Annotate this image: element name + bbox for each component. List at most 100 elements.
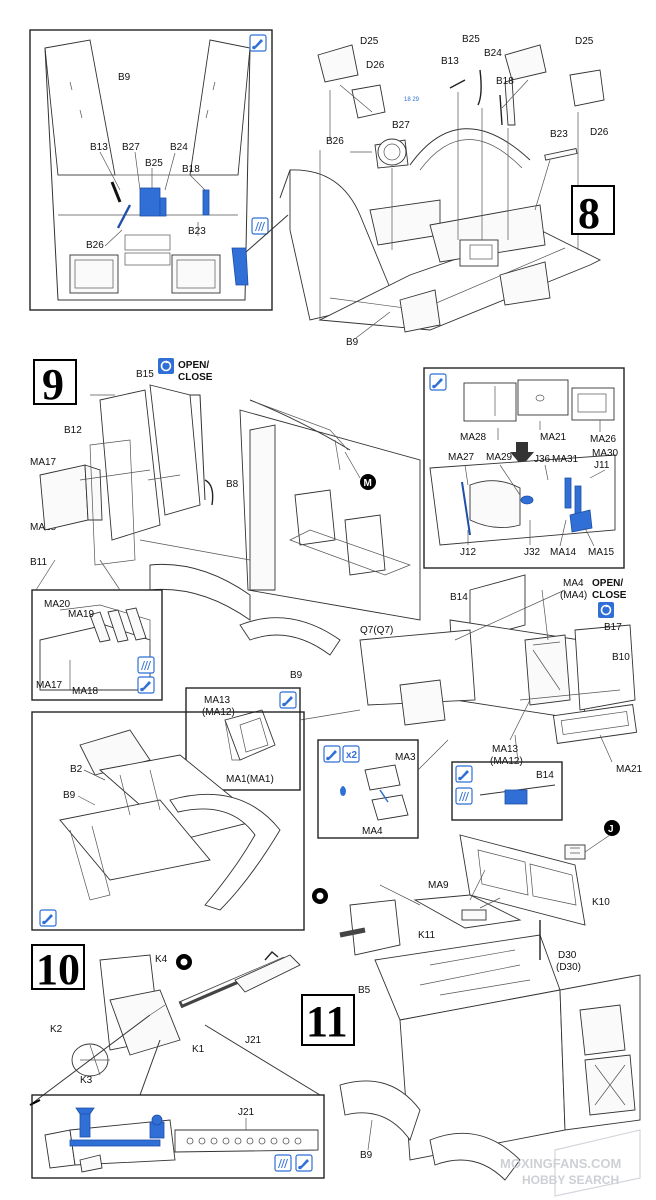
label-ma13-inset: MA13	[204, 695, 231, 706]
label-j21-inset: J21	[238, 1107, 255, 1118]
label-b24-inset: B24	[170, 142, 188, 153]
label-b9-chassis: B9	[63, 790, 76, 801]
label-ma30: MA30	[592, 448, 619, 459]
label-j12: J12	[460, 547, 477, 558]
paint-icon-gun	[295, 1154, 313, 1172]
label-b26-inset: B26	[86, 240, 104, 251]
label-ma17-inset: MA17	[36, 680, 63, 691]
x2-label: x2	[346, 750, 358, 761]
step-9-inset-ma13: MA13 (MA12) MA1(MA1)	[185, 687, 361, 791]
label-d30: D30	[558, 950, 577, 961]
label-d30p: (D30)	[556, 962, 581, 973]
label-b14: B14	[450, 592, 468, 603]
label-b8: B8	[226, 479, 239, 490]
label-j21: J21	[245, 1035, 262, 1046]
open-label-2: OPEN/	[592, 578, 623, 589]
label-ma18: MA18	[30, 522, 57, 533]
open-close-icon-2	[597, 601, 615, 619]
label-d25-left: D25	[360, 36, 379, 47]
label-k1: K1	[192, 1044, 205, 1055]
label-ma9: MA9	[428, 880, 449, 891]
ref-note: 18 29	[404, 97, 420, 103]
step-10-inset-gun: J21	[31, 1094, 325, 1179]
label-b15: B15	[136, 369, 154, 380]
label-k2: K2	[50, 1024, 63, 1035]
label-b9-inset: B9	[118, 72, 131, 83]
label-b5: B5	[358, 985, 371, 996]
callout-m-badge	[360, 474, 376, 490]
label-ma18-inset: MA18	[72, 686, 99, 697]
open-label: OPEN/	[178, 360, 209, 371]
label-b12: B12	[64, 425, 82, 436]
label-ma4p: (MA4)	[560, 590, 587, 601]
paint-icon-ma3	[323, 745, 341, 763]
label-d26-left: D26	[366, 60, 385, 71]
open-close-icon	[157, 357, 175, 375]
label-ma4: MA4	[563, 578, 584, 589]
label-k4: K4	[155, 954, 168, 965]
step-9-number: 9	[42, 360, 64, 409]
step-8-panel: B9 B13 B27 B24 B25 B18 B26 B23	[29, 29, 289, 311]
label-d26-right: D26	[590, 127, 609, 138]
label-k10: K10	[592, 897, 610, 908]
label-b17: B17	[604, 622, 622, 633]
label-b27: B27	[392, 120, 410, 131]
paint-icon-radio	[429, 373, 447, 391]
label-k3: K3	[80, 1075, 93, 1086]
label-j32: J32	[524, 547, 541, 558]
label-ma21-b: MA21	[616, 764, 643, 775]
label-ma21: MA21	[540, 432, 567, 443]
label-ma17: MA17	[30, 457, 57, 468]
label-b14-inset: B14	[536, 770, 554, 781]
label-b25-inset: B25	[145, 158, 163, 169]
close-label-2: CLOSE	[592, 590, 627, 601]
label-ma15: MA15	[588, 547, 615, 558]
label-ma4-inset: MA4	[362, 826, 383, 837]
step-9-inset-chassis: B2 B9	[31, 711, 305, 931]
label-b13: B13	[441, 56, 459, 67]
watermark: MOXINGFANS.COM HOBBY SEARCH	[500, 1129, 641, 1197]
label-b18: B18	[496, 76, 514, 87]
label-b23-inset: B23	[188, 226, 206, 237]
label-ma19: MA19	[68, 609, 95, 620]
callout-j-badge	[604, 820, 620, 836]
label-b18-inset: B18	[182, 164, 200, 175]
watermark-line2: HOBBY SEARCH	[522, 1173, 619, 1187]
photo-etch-icon-inset	[137, 656, 155, 674]
paint-icon-inset	[137, 676, 155, 694]
photo-etch-icon	[251, 217, 269, 235]
paint-icon-ma13	[279, 691, 297, 709]
step-10-number: 10	[36, 945, 80, 994]
step-8-assembly: 8 D25 D25 D26 D26 B25 B24 B13 B18 B23 B2…	[279, 34, 615, 348]
label-ma1: MA1(MA1)	[226, 774, 274, 785]
label-b10: B10	[612, 652, 630, 663]
paint-icon-chassis	[39, 909, 57, 927]
label-b9: B9	[346, 337, 359, 348]
label-b27-inset: B27	[122, 142, 140, 153]
callout-m: M	[364, 478, 372, 489]
label-ma14: MA14	[550, 547, 577, 558]
label-b9-step9: B9	[290, 670, 303, 681]
label-k11: K11	[418, 930, 435, 941]
label-b24: B24	[484, 48, 502, 59]
label-ma27: MA27	[448, 452, 475, 463]
callout-j: J	[608, 824, 614, 835]
label-d25-right: D25	[575, 36, 594, 47]
glue-icon	[340, 786, 346, 796]
label-ma13: MA13	[492, 744, 519, 755]
paint-icon	[249, 34, 267, 52]
label-q7: Q7(Q7)	[360, 625, 393, 636]
paint-icon-b14	[455, 765, 473, 783]
label-b25: B25	[462, 34, 480, 45]
step-11: 11 J MA9 K10 K11 D30 (D30) B5	[301, 820, 641, 1181]
label-ma28: MA28	[460, 432, 487, 443]
label-b26: B26	[326, 136, 344, 147]
label-ma20: MA20	[44, 599, 71, 610]
label-b23: B23	[550, 129, 568, 140]
photo-etch-icon-gun	[274, 1154, 292, 1172]
step-9-inset-radio: MA28 MA21 MA26 MA27 MA29 J36 MA31 MA30 J…	[423, 367, 625, 569]
label-b11: B11	[30, 557, 47, 568]
step-9-cab-rear: MA4 (MA4) OPEN/ CLOSE B17 B14 B10 Q7(Q7)…	[359, 574, 643, 775]
step-9-inset-ammo-box: MA20 MA19 MA17 MA18	[31, 559, 163, 701]
